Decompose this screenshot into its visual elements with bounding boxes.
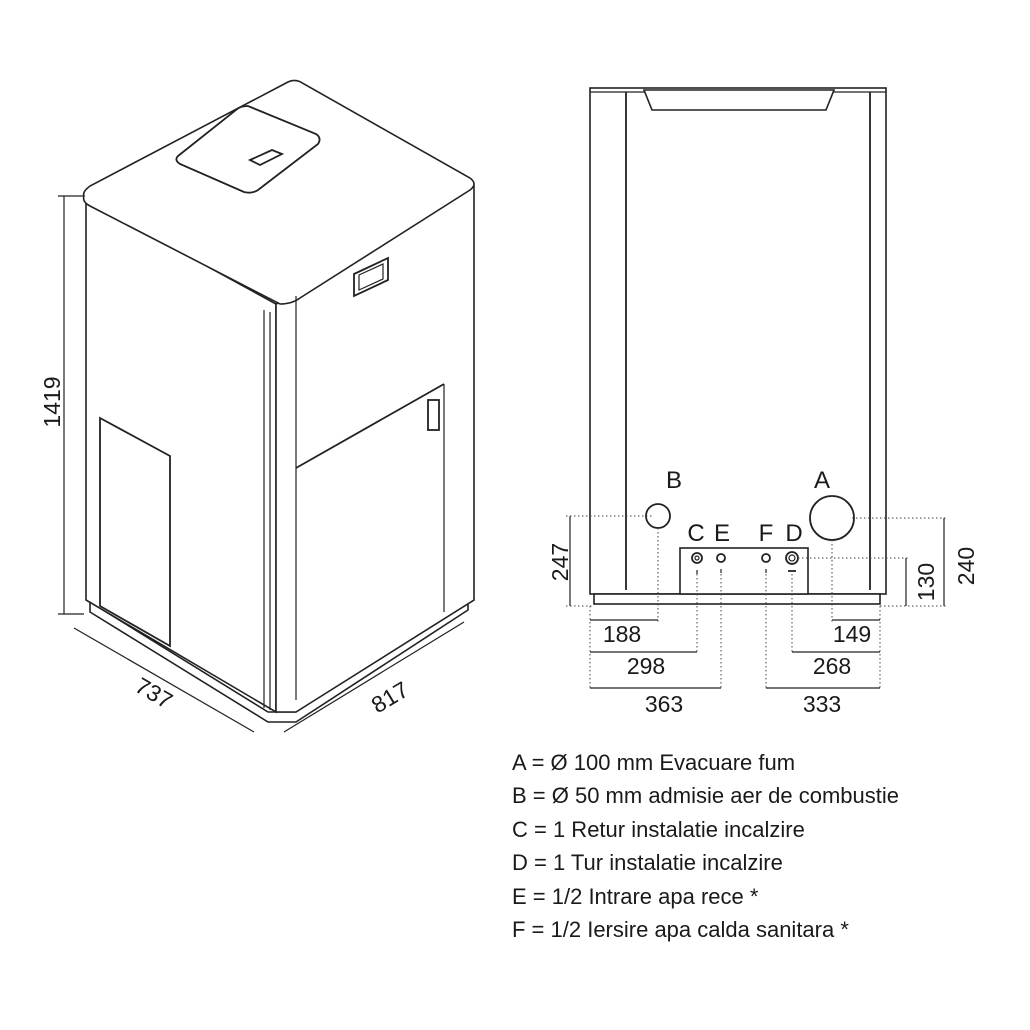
rear-elevation-view: B A C E F D 247 240 130 xyxy=(547,87,979,717)
rear-base xyxy=(593,593,881,605)
legend-item-b: B = Ø 50 mm admisie aer de combustie xyxy=(512,783,899,808)
iso-upper-handle-inner xyxy=(358,263,384,291)
iso-door-split-line xyxy=(295,383,445,469)
dim-149-label: 149 xyxy=(833,621,871,647)
dim-height-label: 1419 xyxy=(39,376,65,427)
dim-298-label: 298 xyxy=(627,653,665,679)
connection-c-label: C xyxy=(687,520,704,547)
legend-item-e: E = 1/2 Intrare apa rece * xyxy=(512,884,759,909)
connection-e-port xyxy=(716,553,726,563)
dim-depth-label: 737 xyxy=(131,672,177,714)
dim-depth-line xyxy=(73,627,255,733)
dim-268-label: 268 xyxy=(813,653,851,679)
iso-top-face xyxy=(82,79,475,305)
connection-b-label: B xyxy=(666,467,682,494)
dim-width-line xyxy=(283,621,465,733)
rear-body xyxy=(589,87,887,595)
legend-item-a: A = Ø 100 mm Evacuare fum xyxy=(512,750,795,775)
rear-top-cap xyxy=(642,89,836,111)
isometric-boiler-view: 1419 737 817 xyxy=(39,79,475,733)
iso-door-lock xyxy=(427,399,440,431)
dim-333-label: 333 xyxy=(803,691,841,717)
connection-a-label: A xyxy=(814,467,830,494)
dim-240-label: 240 xyxy=(953,547,979,585)
dim-130-label: 130 xyxy=(913,563,939,601)
dim-188-label: 188 xyxy=(603,621,641,647)
connection-c-port-inner xyxy=(694,555,700,561)
connection-f-label: F xyxy=(759,520,774,547)
iso-top-hatch xyxy=(175,105,321,194)
iso-top-hatch-handle xyxy=(247,149,285,167)
iso-upper-handle xyxy=(353,256,389,298)
connection-e-label: E xyxy=(714,520,730,547)
legend-item-d: D = 1 Tur instalatie incalzire xyxy=(512,850,783,875)
legend-item-f: F = 1/2 Iersire apa calda sanitara * xyxy=(512,917,849,942)
dim-width-label: 817 xyxy=(367,676,413,718)
connection-d-label: D xyxy=(785,520,802,547)
connection-c-port xyxy=(691,552,703,564)
dim-363-label: 363 xyxy=(645,691,683,717)
connection-f-port xyxy=(761,553,771,563)
connection-d-port-inner xyxy=(788,554,796,562)
legend-item-c: C = 1 Retur instalatie incalzire xyxy=(512,817,805,842)
legend: A = Ø 100 mm Evacuare fum B = Ø 50 mm ad… xyxy=(512,750,899,942)
iso-side-panel xyxy=(99,416,171,648)
dim-247-label: 247 xyxy=(547,543,573,581)
